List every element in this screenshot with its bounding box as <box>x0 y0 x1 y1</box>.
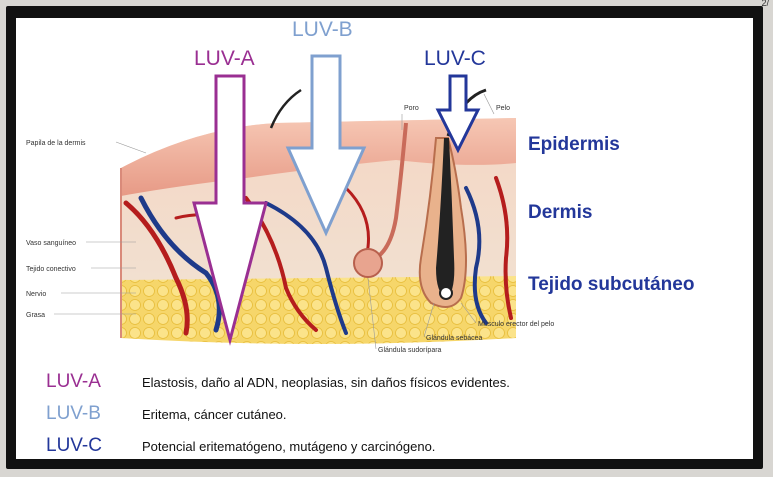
legend-text-uvb: Eritema, cáncer cutáneo. <box>142 407 287 422</box>
label-nervio: Nervio <box>26 291 46 298</box>
legend-key-uvc: LUV-C <box>46 435 142 457</box>
label-tejido-conectivo: Tejido conectivo <box>26 266 76 273</box>
label-glandula-sebacea: Glándula sebácea <box>426 335 483 342</box>
legend-text-uva: Elastosis, daño al ADN, neoplasias, sin … <box>142 375 510 390</box>
diagram-panel: Papila de la dermis Poro Pelo Vaso sangu… <box>16 18 753 459</box>
label-musculo: Músculo erector del pelo <box>478 321 554 328</box>
legend-row-uvb: LUV-B Eritema, cáncer cutáneo. <box>46 403 287 425</box>
uva-arrow-label: LUV-A <box>194 47 255 70</box>
layer-dermis: Dermis <box>528 202 592 223</box>
legend-key-uvb: LUV-B <box>46 403 142 425</box>
layer-epidermis: Epidermis <box>528 134 620 155</box>
label-papila: Papila de la dermis <box>26 140 86 147</box>
uvb-arrow-label: LUV-B <box>292 18 353 41</box>
legend-row-uva: LUV-A Elastosis, daño al ADN, neoplasias… <box>46 371 510 393</box>
corner-mark: 2/ <box>761 0 769 8</box>
uvc-arrow-label: LUV-C <box>424 47 486 70</box>
label-glandula-sudoripara: Glándula sudorípara <box>378 347 442 354</box>
label-grasa: Grasa <box>26 312 45 319</box>
layer-subcutaneous: Tejido subcutáneo <box>528 274 694 295</box>
label-poro: Poro <box>404 105 419 112</box>
legend-text-uvc: Potencial eritematógeno, mutágeno y carc… <box>142 439 435 454</box>
label-pelo: Pelo <box>496 105 510 112</box>
legend-key-uva: LUV-A <box>46 371 142 393</box>
legend-row-uvc: LUV-C Potencial eritematógeno, mutágeno … <box>46 435 435 457</box>
label-vaso: Vaso sanguíneo <box>26 240 76 247</box>
